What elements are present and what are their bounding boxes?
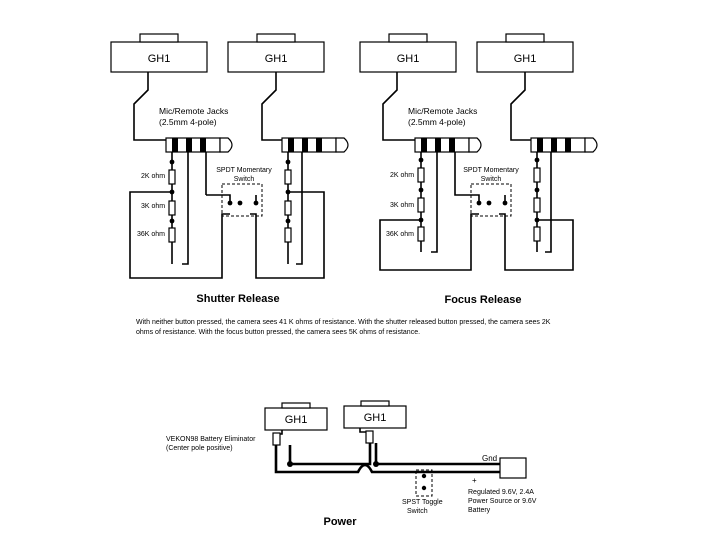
audio-jack-plug [414, 137, 482, 153]
positive-bus-wire [288, 443, 372, 466]
resistor-36k [168, 227, 176, 243]
resistor-36k [284, 227, 292, 243]
resistor-2k [533, 167, 541, 183]
loop-wire [129, 191, 230, 279]
camera-hotshoe [139, 33, 179, 43]
resistor-2k [284, 169, 292, 185]
camera-label: GH1 [364, 412, 387, 424]
resistor-label-3k: 3K ohm [390, 202, 414, 209]
return-wire [182, 152, 189, 265]
resistor-label-3k: 3K ohm [141, 203, 165, 210]
resistor-2k [168, 169, 176, 185]
power-connector [499, 457, 527, 479]
battery-eliminator-plug [272, 432, 281, 446]
loop-wire [499, 213, 574, 271]
power-source-label: Battery [468, 507, 491, 514]
gnd-label: Gnd [482, 454, 497, 463]
return-wire [545, 152, 552, 253]
spdt-switch-label: Switch [481, 176, 502, 183]
spdt-switch-label: Switch [234, 176, 255, 183]
spst-toggle-switch [415, 469, 433, 497]
camera-cable [510, 72, 531, 141]
camera-hotshoe [256, 33, 296, 43]
spdt-switch-label: SPDT Momentary [463, 167, 519, 174]
camera-label: GH1 [514, 53, 537, 65]
spdt-switch-outline [470, 183, 512, 217]
camera-label: GH1 [265, 53, 288, 65]
resistor-3k [168, 200, 176, 216]
loop-wire [379, 213, 479, 271]
power-source-label: Regulated 9.6V, 2.4A [468, 489, 534, 496]
shutter-release-title: Shutter Release [196, 293, 279, 305]
shutter-release-panel: GH1 GH1 Mic/Remote Jacks (2.5mm 4-pole) [110, 33, 349, 305]
power-title: Power [323, 516, 357, 528]
camera-cable [133, 72, 166, 141]
resistor-label-36k: 36K ohm [137, 231, 165, 238]
jacks-label: Mic/Remote Jacks [159, 106, 228, 116]
plus-label: + [472, 476, 477, 485]
switch-lead [454, 152, 480, 205]
camera-hotshoe [505, 33, 545, 43]
resistor-3k [533, 197, 541, 213]
return-wire [296, 152, 303, 265]
camera-hotshoe [360, 400, 390, 407]
toggle-switch-label: Switch [407, 508, 428, 515]
focus-release-title: Focus Release [444, 294, 521, 306]
resistor-label-36k: 36K ohm [386, 231, 414, 238]
resistor-label-2k: 2K ohm [141, 173, 165, 180]
eliminator-label: VEKON98 Battery Eliminator [166, 436, 256, 443]
description-text: With neither button pressed, the camera … [136, 319, 551, 326]
description-text: ohms of resistance. With the focus butto… [136, 329, 420, 336]
audio-jack-plug [165, 137, 233, 153]
camera-hotshoe [388, 33, 428, 43]
loop-wire [250, 191, 325, 279]
resistor-label-2k: 2K ohm [390, 172, 414, 179]
switch-lead [206, 194, 231, 205]
power-panel: GH1 GH1 VEKON98 Battery Eliminator (Cent… [166, 400, 537, 528]
camera-label: GH1 [148, 53, 171, 65]
power-source-label: Power Source or 9.6V [468, 498, 537, 505]
camera-cable [382, 72, 415, 141]
camera-cable [261, 72, 282, 141]
jacks-label: (2.5mm 4-pole) [408, 117, 466, 127]
spdt-switch-label: SPDT Momentary [216, 167, 272, 174]
return-wire [431, 152, 438, 253]
resistor-3k [284, 200, 292, 216]
audio-jack-plug [281, 137, 349, 153]
camera-label: GH1 [285, 414, 308, 426]
resistor-36k [533, 226, 541, 242]
focus-release-panel: GH1 GH1 Mic/Remote Jacks (2.5mm 4-pole) … [359, 33, 598, 306]
resistor-3k [417, 197, 425, 213]
resistor-36k [417, 226, 425, 242]
camera-body [227, 41, 325, 73]
audio-jack-plug [530, 137, 598, 153]
jacks-label: (2.5mm 4-pole) [159, 117, 217, 127]
resistor-2k [417, 167, 425, 183]
jacks-label: Mic/Remote Jacks [408, 106, 477, 116]
battery-eliminator-plug [365, 430, 374, 444]
eliminator-label: (Center pole positive) [166, 445, 233, 452]
spdt-switch-outline [221, 183, 263, 217]
positive-wire [374, 443, 520, 466]
camera-label: GH1 [397, 53, 420, 65]
toggle-switch-label: SPST Toggle [402, 499, 443, 506]
camera-hotshoe [281, 402, 311, 409]
camera-body [110, 41, 208, 73]
